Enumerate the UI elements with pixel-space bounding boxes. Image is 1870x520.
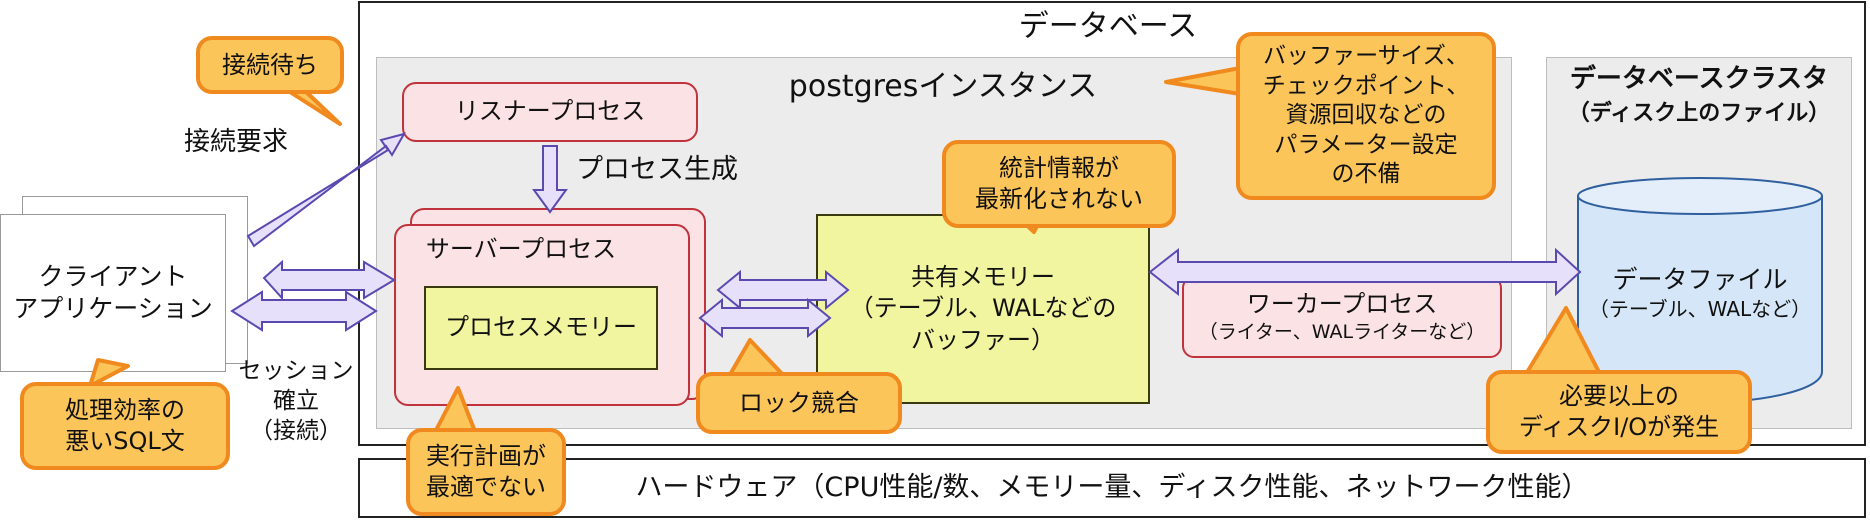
- datafile-sublabel: （テーブル、WALなど）: [1588, 297, 1812, 322]
- session-label-line1: セッション: [238, 358, 354, 385]
- callout-tail-params: [1164, 66, 1242, 96]
- callout-lock: ロック競合: [696, 372, 902, 434]
- callout-plan-line2: 最適でない: [426, 473, 546, 501]
- server-shared-arrow-lower: [698, 297, 832, 339]
- cluster-title: データベースクラスタ: [1569, 64, 1829, 95]
- session-label: セッション 確立 （接続）: [226, 352, 366, 452]
- callout-bad-sql: 処理効率の 悪いSQL文: [20, 382, 230, 470]
- client-label-line2: アプリケーション: [13, 294, 213, 323]
- callout-disk-io: 必要以上の ディスクI/Oが発生: [1486, 370, 1752, 454]
- session-arrow-upper: [262, 259, 396, 301]
- callout-disk-io-line2: ディスクI/Oが発生: [1518, 413, 1720, 441]
- callout-lock-text: ロック競合: [739, 388, 859, 417]
- callout-params-line4: パラメーター設定: [1274, 131, 1458, 158]
- callout-bad-sql-line2: 悪いSQL文: [65, 427, 185, 455]
- connection-request-label: 接続要求: [184, 127, 289, 157]
- worker-sublabel: （ライター、WALライターなど）: [1198, 321, 1486, 344]
- callout-params-line5: の不備: [1331, 161, 1401, 188]
- session-label-line2: 確立: [273, 388, 319, 415]
- process-spawn-arrow: [532, 145, 568, 214]
- callout-bad-sql-line1: 処理効率の: [65, 396, 185, 425]
- database-label: データベース: [1018, 8, 1198, 44]
- client-application: クライアント アプリケーション: [0, 214, 226, 372]
- callout-params: バッファーサイズ、 チェックポイント、 資源回収などの パラメーター設定 の不備: [1236, 32, 1496, 200]
- server-process-label: サーバープロセス: [425, 235, 617, 264]
- callout-tail-bad-sql: [88, 358, 130, 388]
- session-arrow-lower: [230, 290, 378, 332]
- server-shared-arrow-upper: [716, 269, 850, 311]
- process-spawn-label: プロセス生成: [576, 154, 738, 185]
- hardware-frame: ハードウェア（CPU性能/数、メモリー量、ディスク性能、ネットワーク性能）: [358, 458, 1866, 518]
- callout-plan: 実行計画が 最適でない: [406, 428, 566, 516]
- shared-memory-line1: 共有メモリー: [911, 263, 1055, 292]
- shared-memory: 共有メモリー （テーブル、WALなどの バッファー）: [816, 214, 1150, 404]
- session-label-line3: （接続）: [250, 417, 342, 444]
- callout-stats-line1: 統計情報が: [999, 154, 1119, 183]
- connection-request-arrow: [246, 132, 407, 248]
- callout-params-line2: チェックポイント、: [1262, 72, 1470, 99]
- callout-wait: 接続待ち: [196, 36, 344, 94]
- datafile-label: データファイル: [1612, 264, 1788, 294]
- shared-memory-line3: バッファー）: [911, 325, 1055, 354]
- process-memory-label: プロセスメモリー: [445, 313, 637, 342]
- callout-params-line3: 資源回収などの: [1285, 102, 1447, 129]
- worker-label: ワーカープロセス: [1246, 290, 1438, 319]
- hardware-label: ハードウェア（CPU性能/数、メモリー量、ディスク性能、ネットワーク性能）: [635, 472, 1589, 504]
- listener-label: リスナープロセス: [454, 97, 646, 126]
- postgres-instance-label: postgresインスタンス: [788, 68, 1098, 104]
- datafile-cylinder: [1577, 177, 1823, 404]
- callout-stats: 統計情報が 最新化されない: [942, 140, 1176, 228]
- shared-memory-line2: （テーブル、WALなどの: [849, 294, 1117, 323]
- callout-plan-line1: 実行計画が: [426, 442, 546, 471]
- client-label-line1: クライアント: [38, 261, 188, 291]
- process-memory: プロセスメモリー: [424, 286, 658, 370]
- callout-stats-line2: 最新化されない: [975, 185, 1143, 213]
- worker-process: ワーカープロセス （ライター、WALライターなど）: [1182, 276, 1502, 358]
- callout-params-line1: バッファーサイズ、: [1263, 43, 1469, 70]
- datafile: データファイル （テーブル、WALなど）: [1580, 258, 1820, 328]
- callout-wait-text: 接続待ち: [222, 50, 318, 79]
- shared-datafile-arrow: [1148, 247, 1582, 297]
- cluster-subtitle: （ディスク上のファイル）: [1567, 100, 1831, 126]
- callout-disk-io-line1: 必要以上の: [1559, 382, 1679, 411]
- listener-process: リスナープロセス: [402, 82, 698, 142]
